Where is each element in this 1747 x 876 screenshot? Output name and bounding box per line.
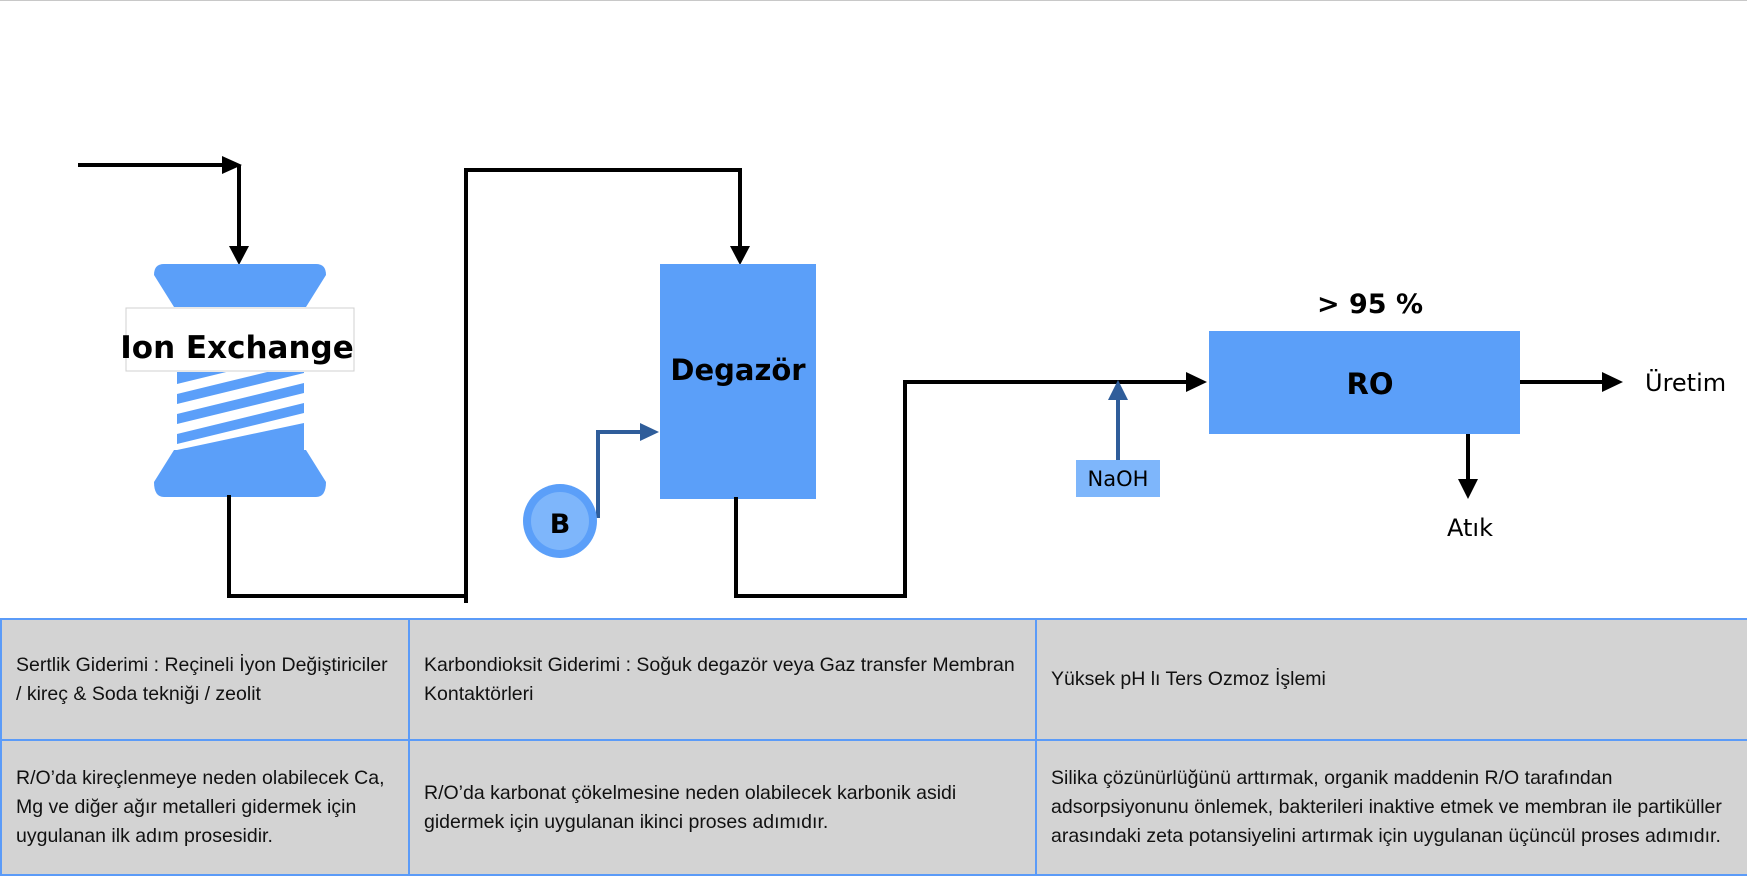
degazor-label: Degazör (670, 353, 806, 387)
blower: B (523, 423, 659, 558)
waste-output: Atık (1447, 434, 1493, 542)
ro-label: RO (1347, 367, 1394, 401)
ro-recovery-label: > 95 % (1317, 289, 1423, 320)
process-steps-table: Sertlik Giderimi : Reçineli İyon Değişti… (0, 618, 1747, 876)
table-cell: Silika çözünürlüğünü arttırmak, organik … (1035, 739, 1747, 876)
process-flow-diagram: Ion Exchange Degazör B NaOH > 95 % RO (78, 156, 1726, 603)
ion-exchange-to-degazor-line (227, 168, 750, 603)
table-cell: Sertlik Giderimi : Reçineli İyon Değişti… (0, 618, 410, 741)
degazor-tank: Degazör (660, 264, 816, 499)
top-rule (0, 0, 1747, 1)
ion-exchange-vessel: Ion Exchange (120, 264, 355, 497)
table-cell: R/O’da kireçlenmeye neden olabilecek Ca,… (0, 739, 410, 876)
output-label: Üretim (1645, 368, 1726, 397)
table-row: Sertlik Giderimi : Reçineli İyon Değişti… (0, 618, 1747, 741)
product-output: Üretim (1520, 368, 1726, 397)
table-cell: Yüksek pH lı Ters Ozmoz İşlemi (1035, 618, 1747, 741)
degazor-to-ro-line (734, 372, 1207, 598)
naoh-label: NaOH (1088, 467, 1149, 491)
ro-unit: > 95 % RO (1209, 289, 1520, 434)
blower-label: B (550, 509, 571, 540)
inlet-line (78, 156, 249, 265)
ion-exchange-label: Ion Exchange (120, 330, 354, 366)
waste-label: Atık (1447, 514, 1493, 542)
table-row: R/O’da kireçlenmeye neden olabilecek Ca,… (0, 739, 1747, 876)
naoh-dosing: NaOH (1076, 380, 1160, 497)
table-cell: R/O’da karbonat çökelmesine neden olabil… (408, 739, 1037, 876)
table-cell: Karbondioksit Giderimi : Soğuk degazör v… (408, 618, 1037, 741)
